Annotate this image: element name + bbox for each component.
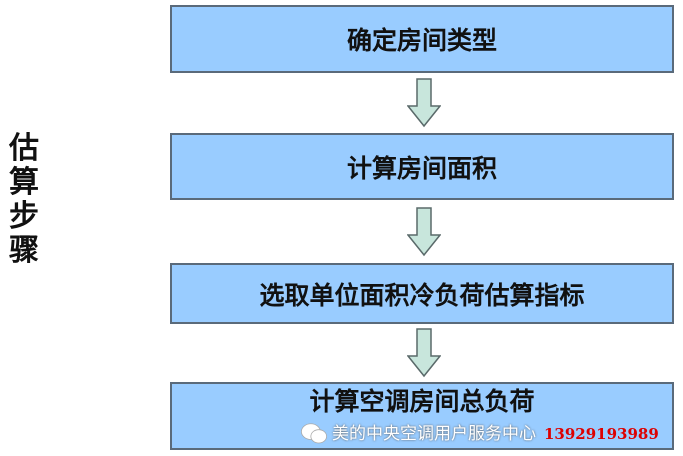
arrow-down-icon [407,207,441,257]
side-label: 估算步骤 [9,131,39,268]
arrow-down-icon [407,328,441,378]
arrow-down-icon [407,78,441,128]
watermark: 美的中央空调用户服务中心 13929193989 [300,422,659,446]
step-2: 计算房间面积 [170,133,674,200]
watermark-text: 美的中央空调用户服务中心 [332,424,536,444]
wechat-icon [301,423,327,444]
step-3: 选取单位面积冷负荷估算指标 [170,263,674,324]
step-4: 计算空调房间总负荷 [170,382,674,450]
watermark-phone: 13929193989 [544,425,659,443]
step-1: 确定房间类型 [170,5,674,73]
